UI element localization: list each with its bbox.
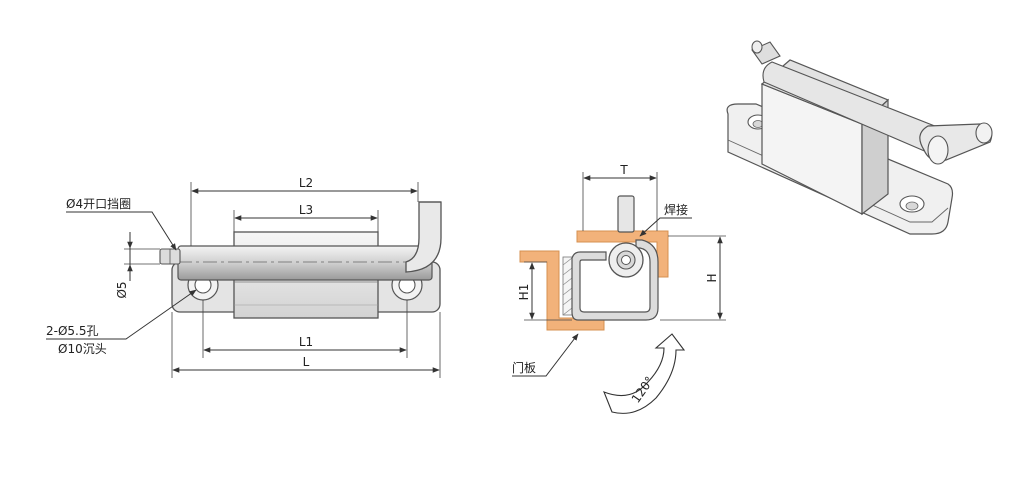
weld-leader (639, 217, 692, 237)
hinge-pin (177, 245, 433, 281)
isometric-view (726, 40, 993, 235)
dim-L-label: L (303, 355, 310, 369)
dim-L3-label: L3 (299, 203, 313, 217)
dim-H1-label: H1 (517, 284, 531, 301)
circlip-leader (66, 211, 177, 251)
dim-T-label: T (619, 163, 628, 177)
side-view: T H H1 焊接 门板 120° (512, 163, 726, 414)
weld-label: 焊接 (664, 202, 688, 217)
door-panel-leader (512, 333, 579, 377)
dim-H-label: H (705, 273, 719, 282)
rotation-arrow (603, 333, 686, 414)
holes-leader (46, 289, 197, 340)
holes-label: 2-Ø5.5孔 (46, 324, 99, 338)
front-view: L2 L3 L1 L Ø5 Ø4开口挡圈 2-Ø5.5孔 Ø10沉头 (46, 176, 442, 378)
hinge-leaf-profile (571, 239, 659, 321)
circlip-label: Ø4开口挡圈 (66, 197, 131, 211)
dim-L1-label: L1 (299, 335, 313, 349)
dim-diam5-label: Ø5 (115, 281, 129, 298)
counterbore-label: Ø10沉头 (58, 342, 107, 356)
door-panel-label: 门板 (512, 360, 536, 375)
dim-L2-label: L2 (299, 176, 313, 190)
pin-handle (405, 201, 442, 273)
side-pin (617, 195, 635, 233)
